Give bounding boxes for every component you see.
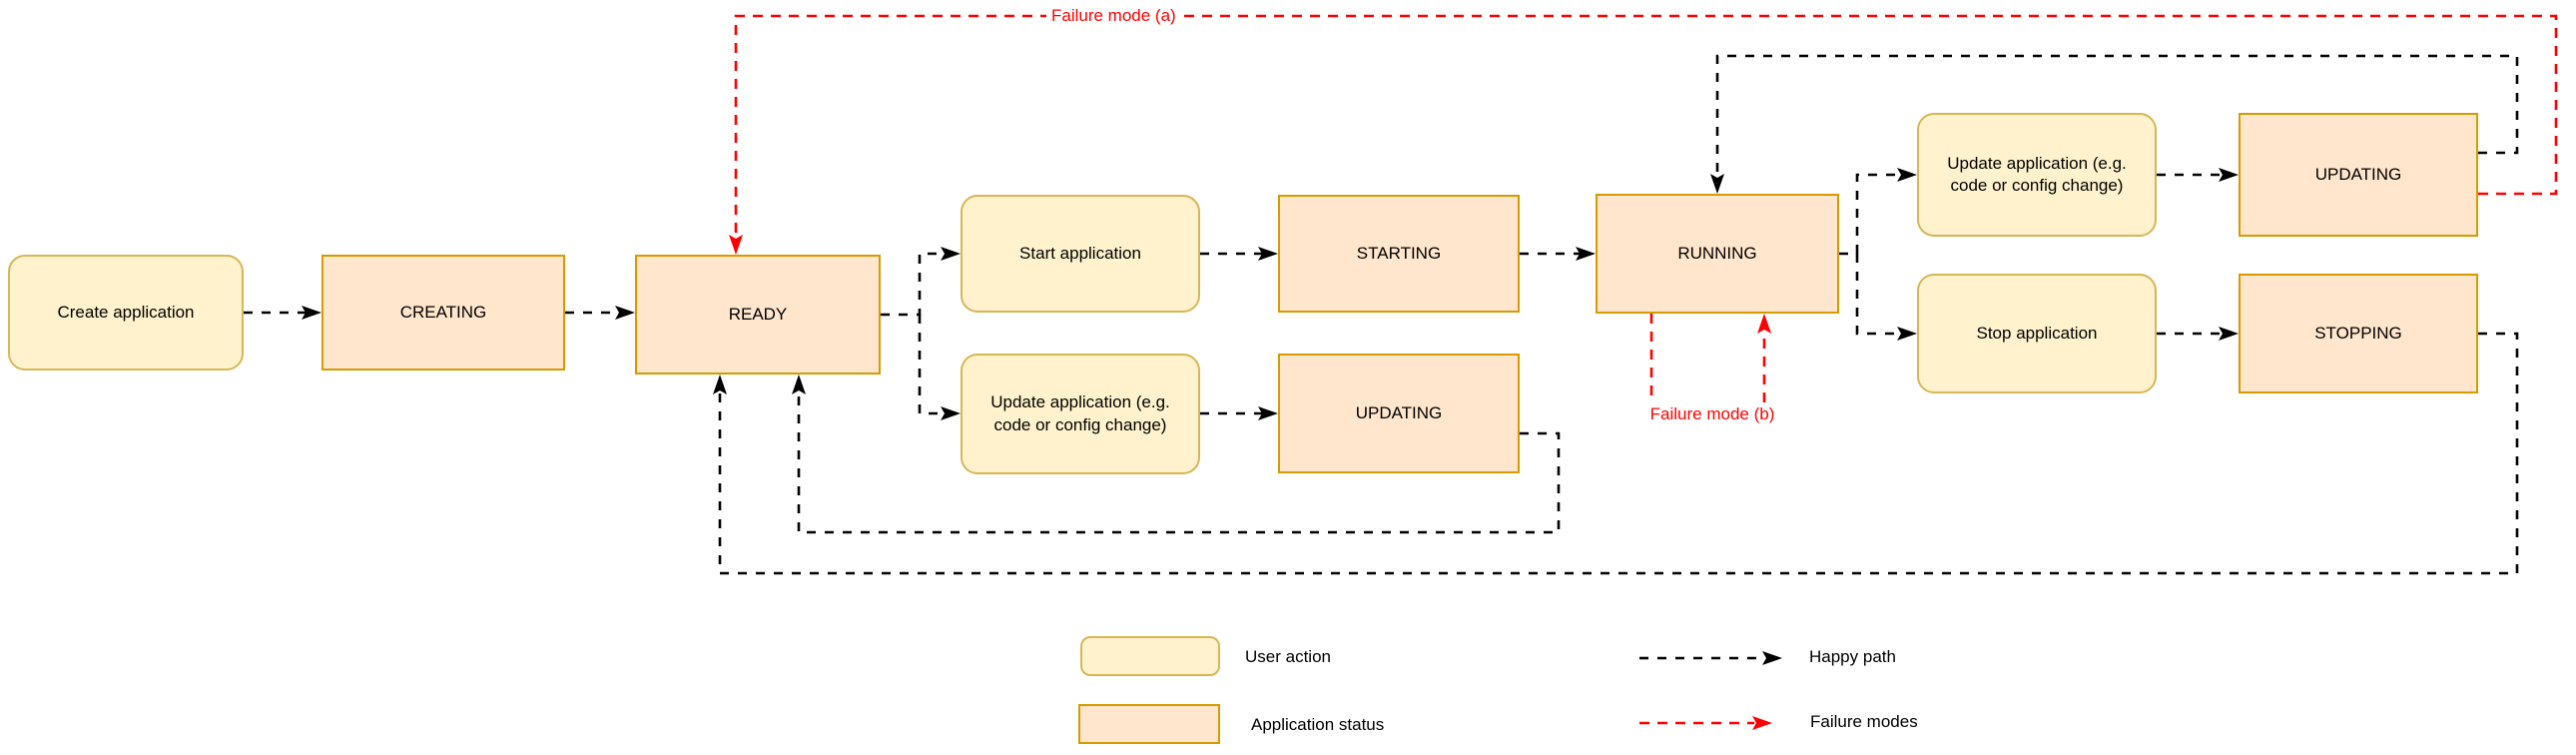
edge-running-to-stop: [1855, 254, 1901, 336]
arrowhead: [2219, 327, 2239, 341]
node-creating: CREATING: [322, 255, 565, 371]
arrowhead-red: [1752, 716, 1772, 730]
node-updating-mid: UPDATING: [1278, 354, 1520, 473]
node-label: STOPPING: [2314, 323, 2402, 343]
arrowhead-red: [729, 235, 743, 255]
arrowhead: [713, 375, 727, 394]
arrowhead: [1897, 327, 1917, 341]
legend-application-status-swatch: [1078, 704, 1220, 744]
node-label: Create application: [57, 302, 195, 322]
legend-user-action-label: User action: [1245, 647, 1331, 666]
node-ready: READY: [635, 255, 881, 375]
node-label: UPDATING: [1355, 402, 1443, 422]
arrowhead: [2219, 168, 2239, 182]
node-update-application-right: Update application (e.g. code or config …: [1917, 113, 2157, 237]
edge-running-to-update-right: [1839, 173, 1901, 256]
arrowhead: [1762, 651, 1782, 665]
node-label: Start application: [1019, 243, 1141, 263]
legend-happy-path-label: Happy path: [1809, 647, 1896, 666]
node-stopping: STOPPING: [2239, 274, 2478, 393]
arrowhead: [1258, 406, 1278, 420]
arrowhead: [615, 306, 635, 320]
failure-mode-b-label: Failure mode (b): [1627, 404, 1797, 424]
node-create-application: Create application: [8, 255, 244, 371]
edge-stopping-to-ready-loop: [718, 332, 2519, 575]
arrowhead: [1576, 247, 1596, 261]
arrowhead: [302, 306, 322, 320]
node-label: CREATING: [399, 302, 487, 322]
legend-application-status-label: Application status: [1251, 715, 1385, 734]
node-label: READY: [728, 304, 788, 324]
edge-updating-mid-to-ready-loop: [797, 392, 1561, 534]
edge-updating-right-to-running-loop: [1715, 54, 2519, 176]
arrowhead: [1710, 174, 1724, 194]
node-label: UPDATING: [2314, 164, 2402, 184]
node-label: RUNNING: [1677, 243, 1757, 263]
node-start-application: Start application: [961, 195, 1200, 313]
node-label: Update application (e.g. code or config …: [990, 392, 1170, 434]
node-starting: STARTING: [1278, 195, 1520, 313]
node-running: RUNNING: [1596, 194, 1839, 314]
node-label: Update application (e.g. code or config …: [1947, 153, 2127, 195]
arrowhead: [1258, 247, 1278, 261]
arrowhead: [792, 375, 806, 394]
legend-user-action-swatch: [1080, 636, 1220, 676]
edge-ready-to-start: [881, 252, 945, 317]
node-stop-application: Stop application: [1917, 274, 2157, 393]
arrowhead-red: [1757, 314, 1771, 334]
legend-failure-modes-label: Failure modes: [1810, 712, 1918, 731]
arrowhead: [1897, 168, 1917, 182]
node-update-application-mid: Update application (e.g. code or config …: [961, 354, 1200, 474]
node-label: Stop application: [1976, 323, 2098, 343]
node-label: STARTING: [1356, 243, 1442, 263]
arrowhead: [941, 247, 961, 261]
edge-failure-a-updating-to-ready: [734, 14, 2558, 239]
edge-ready-to-update-mid: [918, 315, 945, 415]
node-updating-right: UPDATING: [2239, 113, 2478, 237]
arrowhead: [941, 406, 961, 420]
failure-mode-a-label: Failure mode (a): [1046, 6, 1181, 26]
